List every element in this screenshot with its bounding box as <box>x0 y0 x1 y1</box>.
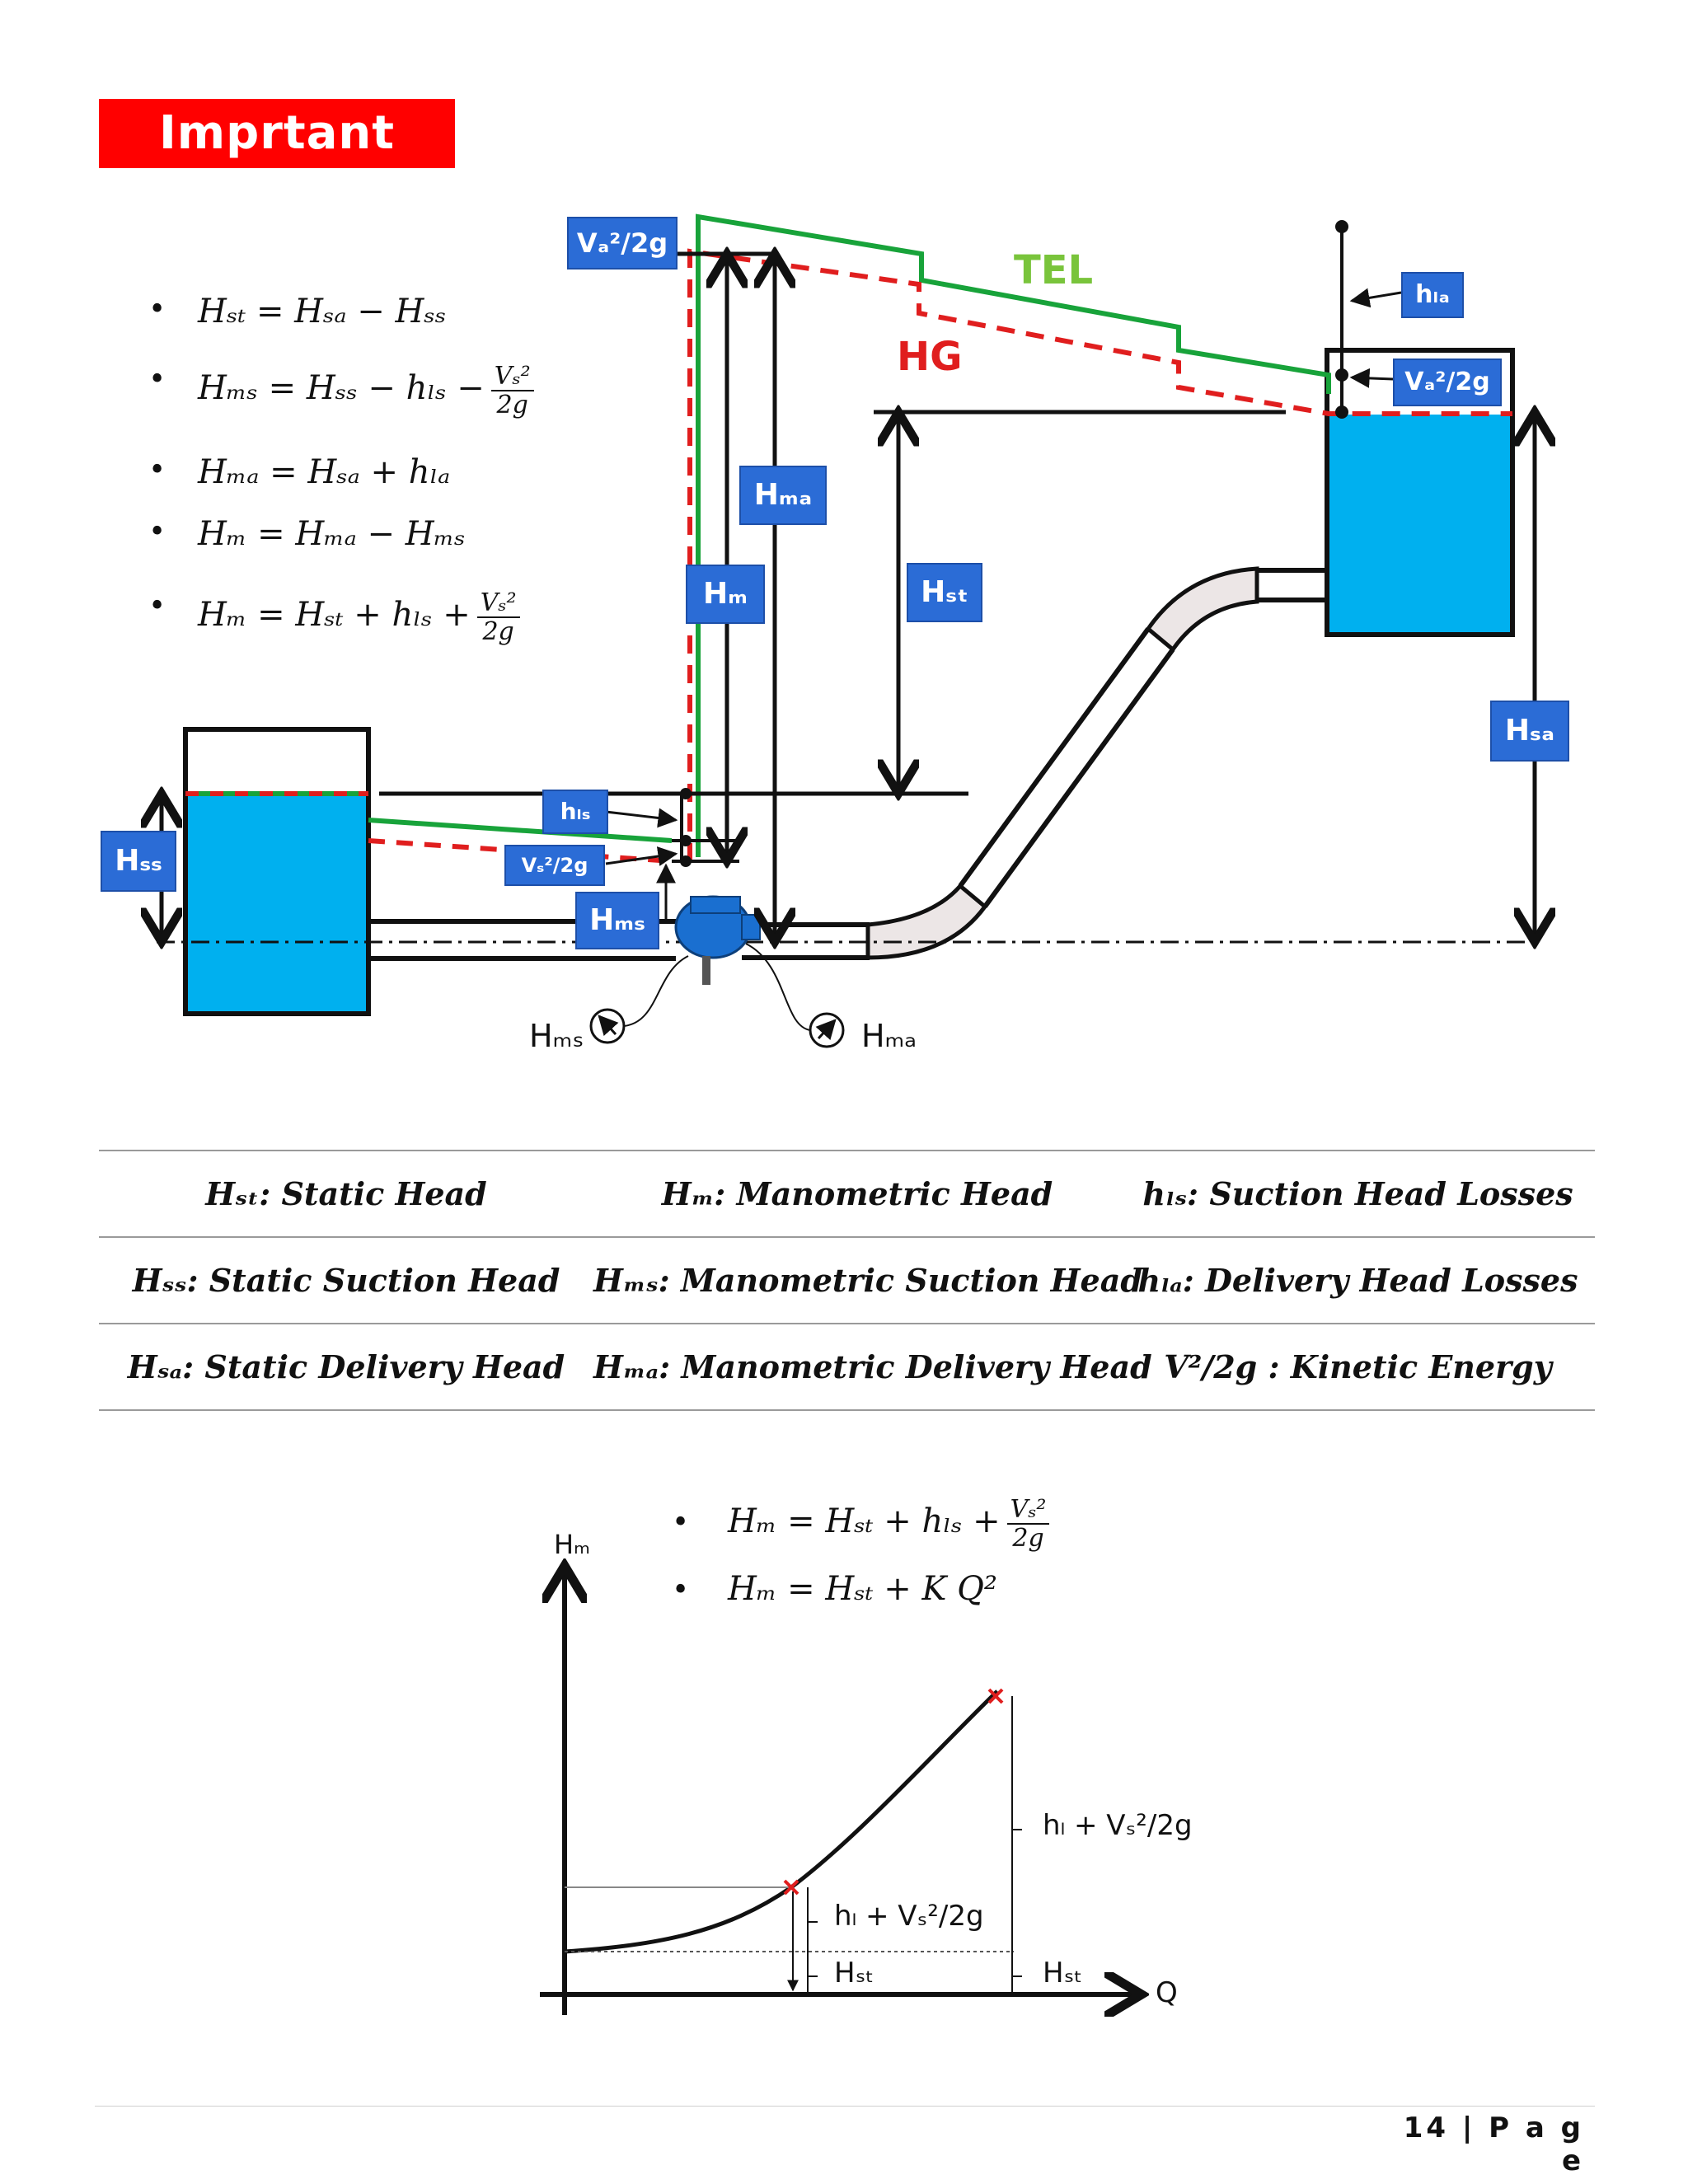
lower-tank <box>183 727 371 1016</box>
page-number: 14 | P a g e <box>1403 2111 1584 2177</box>
pipe-bend-lower <box>865 883 988 960</box>
x-axis-label: Q <box>1156 1976 1178 2009</box>
vs2g-label: Vₛ²/2g <box>504 845 605 886</box>
table-cell: Hₛₛ: Static Suction Head <box>132 1262 560 1299</box>
table-cell: V²/2g : Kinetic Energy <box>1164 1348 1552 1385</box>
upper-tank-water <box>1327 415 1512 635</box>
hg-label: HG <box>897 334 963 380</box>
upper-tank <box>1325 348 1515 637</box>
table-cell: Hₘₛ: Manometric Suction Head <box>593 1262 1142 1299</box>
page-title: Imprtant Note <box>99 99 455 229</box>
table-cell: Hₛₜ: Static Head <box>205 1175 487 1212</box>
hsd-label: Hₛₐ <box>1490 701 1569 762</box>
hst-label-high: Hₛₜ <box>1043 1957 1083 1990</box>
table-cell: hₗₐ: Delivery Head Losses <box>1137 1262 1578 1299</box>
operating-point-marker <box>783 1879 799 1896</box>
hls-label: hₗₛ <box>542 790 608 834</box>
gauge-delivery-label: Hₘₐ <box>861 1018 917 1054</box>
formula-text: Hₘ = Hₛₜ + hₗₛ + <box>198 596 471 634</box>
footer-divider <box>95 2106 1595 2107</box>
tel-line <box>696 213 1331 857</box>
legend-table: Hₛₜ: Static Head Hₘ: Manometric Head hₗₛ… <box>99 1150 1595 1411</box>
formula-item: • Hₘ = Hₛₜ + K Q² <box>672 1570 997 1608</box>
table-cell: Hₛₐ: Static Delivery Head <box>127 1348 565 1385</box>
table-row: Hₛₛ: Static Suction Head Hₘₛ: Manometric… <box>99 1236 1595 1323</box>
hms-label: Hₘₛ <box>575 892 659 949</box>
pump-system-diagram <box>0 213 1688 1048</box>
operating-point-marker <box>987 1688 1004 1704</box>
formula-text: Hₘₛ = Hₛₛ − hₗₛ − <box>198 369 485 407</box>
vd2g-right-label: Vₐ²/2g <box>1393 359 1502 406</box>
hm-label: Hₘ <box>686 565 765 624</box>
table-cell: hₗₛ: Suction Head Losses <box>1142 1175 1573 1212</box>
formula-text: Hₘ = Hₛₜ + hₗₛ + <box>727 1502 1001 1540</box>
y-axis-label: Hₘ <box>554 1529 590 1560</box>
hg-line <box>687 248 1512 861</box>
hss-label: Hₛₛ <box>101 831 176 892</box>
hld-label: hₗₐ <box>1401 272 1464 318</box>
loss-label-high: hₗ + Vₛ²/2g <box>1043 1809 1193 1842</box>
hmd-label: Hₘₐ <box>739 466 827 525</box>
pipe-bend-upper <box>1145 566 1259 653</box>
table-cell: Hₘₐ: Manometric Delivery Head <box>593 1348 1152 1385</box>
table-cell: Hₘ: Manometric Head <box>661 1175 1053 1212</box>
loss-label-low: hₗ + Vₛ²/2g <box>834 1900 984 1933</box>
formula-text: Hₘ = Hₘₐ − Hₘₛ <box>198 515 466 553</box>
gauge-suction-label: Hₘₛ <box>529 1018 584 1054</box>
vd2g-label: Vₐ²/2g <box>567 217 678 269</box>
formula-text: Hₛₜ = Hₛₐ − Hₛₛ <box>198 293 447 330</box>
formula-text: Hₘₐ = Hₛₐ + hₗₐ <box>198 453 451 491</box>
lower-tank-water <box>185 794 368 1014</box>
formula-text: Hₘ = Hₛₜ + K Q² <box>727 1570 997 1608</box>
hst-label-low: Hₛₜ <box>834 1957 874 1990</box>
table-row: Hₛₐ: Static Delivery Head Hₘₐ: Manometri… <box>99 1323 1595 1411</box>
tel-label: TEL <box>1014 247 1094 293</box>
table-row: Hₛₜ: Static Head Hₘ: Manometric Head hₗₛ… <box>99 1150 1595 1236</box>
hst-label: Hₛₜ <box>907 563 982 622</box>
